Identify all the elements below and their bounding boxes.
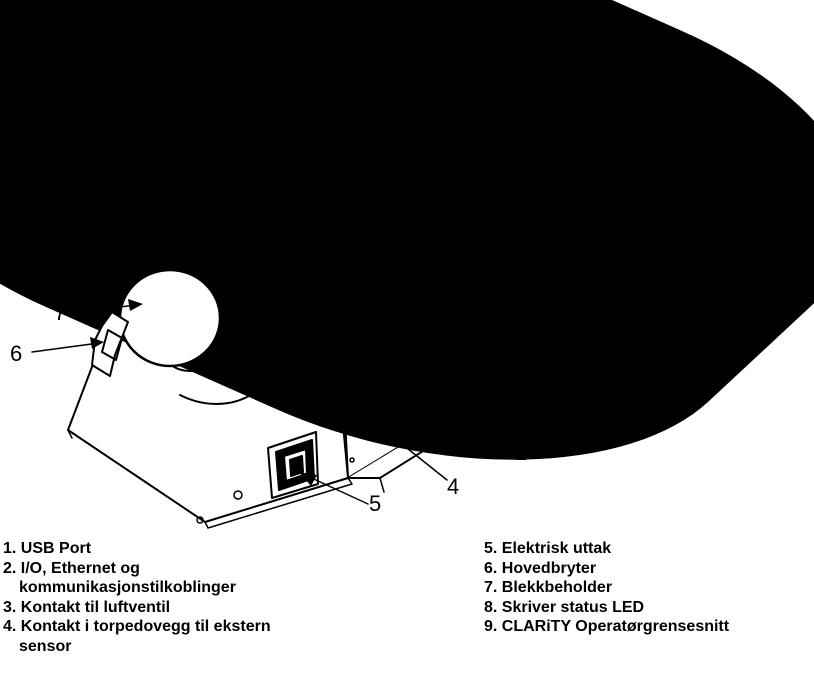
arrow-heads — [90, 167, 546, 486]
top-screws — [217, 16, 591, 281]
legend-right: 5. Elektrisk uttak 6. Hovedbryter 7. Ble… — [484, 539, 729, 637]
leader-lines — [31, 154, 629, 505]
callout-2-lower: 2 — [515, 440, 528, 465]
legend-left: 1. USB Port 2. I/O, Ethernet og kommunik… — [3, 539, 271, 656]
legend-item: 5. Elektrisk uttak — [484, 540, 612, 557]
legend-item: 2. I/O, Ethernet og — [3, 559, 140, 577]
legend-item: 4. Kontakt i torpedovegg til ekstern — [3, 618, 271, 635]
leader-1 — [533, 229, 629, 279]
top-buttons — [180, 210, 267, 249]
callout-6: 6 — [10, 341, 23, 366]
callout-9: 9 — [170, 135, 183, 160]
air-valve-connector — [434, 322, 458, 348]
callout-5: 5 — [369, 491, 382, 516]
leader-2a — [460, 294, 558, 356]
callout-1: 1 — [626, 265, 639, 290]
io-connector-lower — [313, 353, 361, 393]
leader-6 — [31, 342, 100, 353]
power-outlet — [267, 431, 319, 499]
callout-7: 7 — [54, 300, 67, 325]
legend-item: 9. CLARiTY Operatørgrensesnitt — [484, 618, 730, 635]
legend-item: 8. Skriver status LED — [484, 598, 645, 616]
leader-3 — [454, 344, 534, 391]
display-screen — [0, 0, 814, 460]
printer-diagram — [0, 0, 814, 529]
legend-item: sensor — [19, 637, 72, 655]
leader-2b-2 — [354, 384, 513, 449]
leader-9 — [189, 154, 294, 175]
leader-5 — [304, 474, 369, 505]
leader-4 — [392, 436, 448, 481]
usb-port — [496, 197, 544, 250]
leader-2b-1 — [382, 342, 513, 449]
callout-2-upper: 2 — [558, 349, 571, 374]
legend-item: 6. Hovedbryter — [484, 559, 597, 577]
legend-item: 7. Blekkbeholder — [484, 579, 613, 596]
callout-3: 3 — [534, 384, 547, 409]
status-led — [312, 275, 342, 299]
io-connector-upper — [429, 265, 471, 307]
callout-4: 4 — [447, 474, 460, 499]
legend-item: 3. Kontakt til luftventil — [3, 598, 171, 616]
ink-reservoir — [118, 268, 277, 405]
leader-8 — [127, 199, 315, 285]
callout-8: 8 — [110, 190, 123, 215]
legend-item: kommunikasjonstilkoblinger — [19, 579, 236, 596]
leader-7 — [71, 304, 138, 313]
legend-item: 1. USB Port — [3, 540, 92, 557]
torpedo-wall-connector — [362, 409, 390, 439]
